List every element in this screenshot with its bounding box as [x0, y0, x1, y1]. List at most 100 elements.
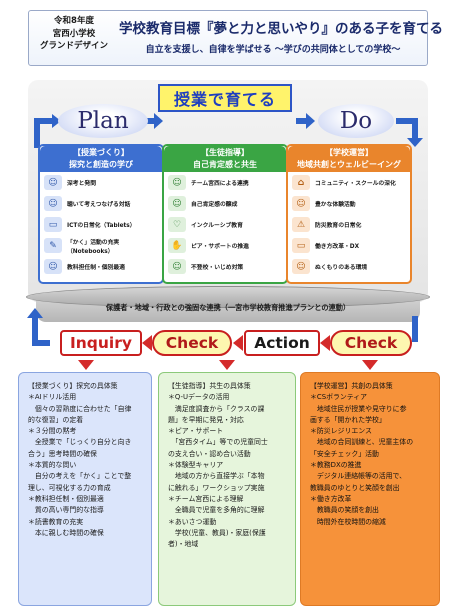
list-item: ⚠防災教育の日常化	[288, 214, 410, 235]
check-stage-right: Check	[330, 330, 412, 356]
box-line: 者)・地域	[168, 540, 199, 549]
box-line: ＊CSボランティア	[310, 393, 368, 402]
header-design: グランドデザイン	[39, 41, 108, 51]
family-icon: ☺	[292, 259, 310, 274]
lesson-measures-box: 【授業づくり】探究の具体策 ＊AIドリル活用 個々の習熟度に合わせた「自律 的な…	[18, 372, 152, 606]
loop-arrow-bottom-right-vertical	[412, 316, 418, 342]
box-line: ＊防災レジリエンス	[310, 427, 372, 436]
column-category: 【授業づくり】	[73, 148, 129, 157]
box-line: 個々の習熟度に合わせた「自律	[28, 404, 132, 413]
arrow-down-icon	[362, 360, 378, 370]
inclusive-icon: ♡	[168, 217, 186, 232]
box-line: 全授業で「じっくり自分と向き	[28, 438, 132, 447]
school-goal-subtitle: 自立を支援し、自律を学ばせる 〜学びの共同体としての学校〜	[145, 45, 401, 55]
check-stage-left: Check	[152, 330, 232, 356]
box-line: ＊あいさつ運動	[168, 517, 217, 526]
center-title: 授業で育てる	[158, 84, 292, 112]
team-icon: ☺	[168, 175, 186, 190]
loop-arrow-left-horizontal	[34, 118, 54, 124]
column-category: 【生徒指導】	[201, 148, 249, 157]
box-line: 題」を早期に発見・対応	[168, 415, 244, 424]
loop-arrow-right-horizontal	[396, 118, 418, 124]
box-line: 本に親しむ時間の確保	[28, 528, 104, 537]
school-goal-title: 学校教育目標『夢と力と思いやり』のある子を育てる	[119, 21, 443, 37]
teacher-icon: ☺	[44, 259, 62, 274]
arrow-left-icon	[233, 335, 243, 351]
tablet-icon: ▭	[44, 217, 62, 232]
box-line: デジタル連絡帳等の活用で、	[310, 472, 407, 481]
list-item: ☺ぬくもりのある環境	[288, 256, 410, 277]
box-line: 時間外在校時間の縮減	[310, 517, 386, 526]
column-header: 【授業づくり】 探究と創造の学び	[40, 146, 162, 172]
loop-arrow-left-vertical	[34, 118, 40, 148]
arrow-down-icon	[78, 360, 94, 370]
experience-icon: ☺	[292, 196, 310, 211]
loop-arrow-bottom-left-horizontal	[32, 340, 50, 346]
box-line: 合う」思考時間の確保	[28, 449, 97, 458]
dialogue-icon: ☺	[44, 196, 62, 211]
management-measures-box: 【学校運営】共創の具体策 ＊CSボランティア 地域住民が授業や見守りに参 画する…	[300, 372, 440, 606]
list-item: ✎「かく」活動の充実（Notebooks）	[40, 235, 162, 256]
disaster-drill-icon: ⚠	[292, 217, 310, 232]
guidance-measures-box: 【生徒指導】共生の具体策 ＊Q-Uデータの活用 満足度調査から「クラスの課 題」…	[158, 372, 296, 606]
header-school: 宮西小学校	[52, 28, 96, 39]
box-line: 自分の考えを「かく」ことで整	[28, 472, 132, 481]
list-item: ☺不登校・いじめ対策	[164, 256, 286, 277]
list-item: ☺聴いて考えつなげる対話	[40, 193, 162, 214]
column-theme: 探究と創造の学び	[69, 160, 133, 169]
arrow-up-icon	[27, 308, 43, 318]
box-line: 全職員で児童を多角的に理解	[168, 506, 265, 515]
box-line: 満足度調査から「クラスの課	[168, 404, 265, 413]
list-item: ☺深考と発問	[40, 172, 162, 193]
arrow-down-icon	[407, 138, 423, 147]
box-line: 地域住民が授業や見守りに参	[310, 404, 407, 413]
box-line: 質の高い専門的な指導	[28, 506, 104, 515]
box-line: ＊ピア・サポート	[168, 427, 224, 436]
title-to-do-arrow-shaft	[296, 118, 308, 124]
column-lesson-design: 【授業づくり】 探究と創造の学び ☺深考と発問 ☺聴いて考えつなげる対話 ▭IC…	[38, 144, 164, 284]
column-theme: 地域共創とウェルビーイング	[297, 160, 401, 169]
list-item: ☺教科担任制・個別最適	[40, 256, 162, 277]
header-school-label: 令和8年度 宮西小学校 グランドデザイン	[35, 15, 113, 53]
list-item: ☺自己肯定感の醸成	[164, 193, 286, 214]
box-line: ＊教務DXの推進	[310, 461, 362, 470]
box-line: 的な復習」の定着	[28, 415, 84, 424]
box-line: の支え合い・認め合い活動	[168, 449, 251, 458]
community-school-icon: ⌂	[292, 175, 310, 190]
box-line: ＊AIドリル活用	[28, 393, 77, 402]
children-icon: ☺	[168, 259, 186, 274]
box-line: 【授業づくり】探究の具体策	[28, 382, 118, 390]
smile-icon: ☺	[168, 196, 186, 211]
box-line: 教職員の笑顔を創出	[310, 506, 379, 515]
plan-to-title-arrow-shaft	[146, 118, 156, 124]
list-item: ⌂コミュニティ・スクールの深化	[288, 172, 410, 193]
box-line: 学校(児童、教員)・家庭(保護	[168, 528, 266, 537]
inquiry-stage: Inquiry	[60, 330, 142, 356]
arrow-left-icon	[320, 335, 330, 351]
box-line: に触れる」ワークショップ実施	[168, 483, 265, 492]
column-theme: 自己肯定感と共生	[193, 160, 257, 169]
box-line: ＊教科担任制・個別最適	[28, 494, 104, 503]
list-item: ☺チーム宮西による連携	[164, 172, 286, 193]
platform-disc	[26, 286, 430, 308]
column-school-management: 【学校運営】 地域共創とウェルビーイング ⌂コミュニティ・スクールの深化 ☺豊か…	[286, 144, 412, 284]
box-line: ＊チーム宮西による理解	[168, 494, 244, 503]
column-header: 【生徒指導】 自己肯定感と共生	[164, 146, 286, 172]
box-line: 教職員のゆとりと笑顔を創出	[310, 483, 400, 492]
box-line: ＊読書教育の充実	[28, 517, 84, 526]
column-category: 【学校運営】	[325, 148, 373, 157]
list-item: ▭ICTの日常化（Tablets）	[40, 214, 162, 235]
action-stage: Action	[244, 330, 320, 356]
box-line: ＊体験型キャリア	[168, 461, 224, 470]
thinking-child-icon: ☺	[44, 175, 62, 190]
partnership-text: 保護者・地域・行政との強固な連携（一宮市学校教育推進プランとの連動）	[105, 303, 351, 312]
arrow-left-icon	[142, 335, 152, 351]
do-label: Do	[318, 104, 394, 138]
header-box: 令和8年度 宮西小学校 グランドデザイン 学校教育目標『夢と力と思いやり』のある…	[28, 10, 443, 66]
arrow-down-icon	[219, 360, 235, 370]
box-line: 【生徒指導】共生の具体策	[168, 382, 251, 390]
header-year: 令和8年度	[54, 16, 94, 26]
box-line: 地域の方から直接学ぶ「本物	[168, 472, 265, 481]
handshake-icon: ✋	[168, 238, 186, 253]
box-line: ＊Q-Uデータの活用	[168, 393, 230, 402]
